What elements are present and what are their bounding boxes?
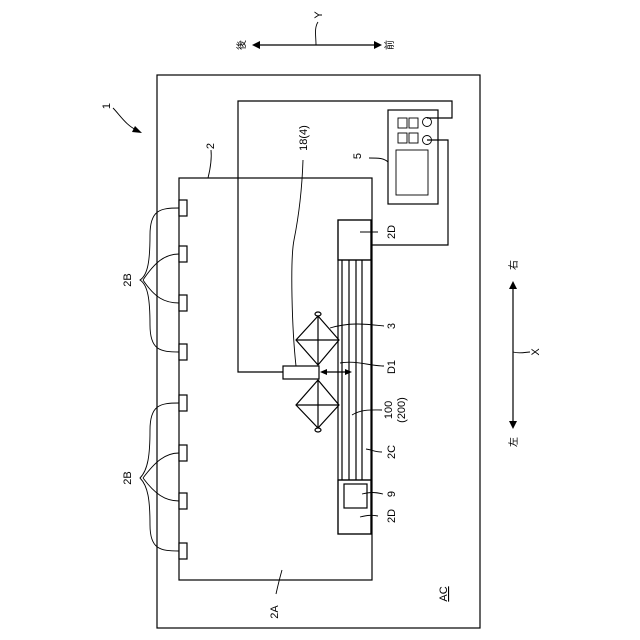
label-2: 2 [205, 143, 217, 149]
sensor-18 [283, 366, 319, 379]
label-ac: AC [438, 586, 450, 601]
label-18: 18(4) [298, 125, 310, 151]
rail-frame [338, 220, 371, 534]
controller-display [396, 150, 428, 195]
label-200: (200) [396, 397, 408, 423]
label-100: 100 [383, 401, 395, 419]
x-left-label: 左 [507, 437, 520, 447]
y-axis-head-back [252, 41, 260, 49]
x-axis-head-top [509, 281, 517, 289]
label-2d-bottom: 2D [386, 509, 398, 523]
x-right-label: 右 [507, 260, 520, 270]
controller-button-2 [409, 118, 418, 128]
nozzles-bottom-group [179, 395, 187, 559]
controller-button-1 [398, 118, 407, 128]
label-5: 5 [352, 153, 364, 159]
block-2d-bottom [338, 480, 371, 534]
x-axis-label: X [530, 348, 542, 356]
label-3: 3 [386, 323, 398, 329]
controller-terminal-1 [423, 118, 432, 127]
y-label-leader [316, 22, 319, 45]
d1-arrow-head-left [320, 369, 327, 375]
leader-2d-bottom [360, 515, 378, 517]
wiring-to-controller [238, 101, 452, 372]
leader-2c [366, 449, 382, 452]
controller-button-3 [398, 133, 407, 143]
y-back-label: 後 [235, 40, 248, 50]
leader-1-head [132, 126, 142, 133]
block-9 [344, 484, 367, 508]
label-d1: D1 [386, 360, 398, 374]
y-front-label: 前 [383, 40, 396, 50]
brace-bottom-2b [140, 403, 179, 551]
leader-2a [276, 570, 282, 594]
block-2d-top [338, 220, 371, 260]
leader-2 [208, 150, 211, 178]
brace-top-2b [140, 208, 179, 352]
label-2b-top: 2B [122, 273, 134, 286]
x-axis-head-bottom [509, 421, 517, 429]
controller-button-4 [409, 133, 418, 143]
leader-5 [369, 158, 388, 162]
y-axis-head-front [374, 41, 382, 49]
label-2b-bottom: 2B [122, 471, 134, 484]
wiring-to-2d [371, 140, 448, 245]
label-2c: 2C [386, 445, 398, 459]
sensor-leader [292, 160, 303, 366]
y-axis-label: Y [313, 11, 325, 19]
label-2d-top: 2D [386, 225, 398, 239]
label-1: 1 [101, 103, 113, 109]
tank-2 [179, 178, 372, 580]
label-9: 9 [386, 491, 398, 497]
nozzles-top-group [179, 200, 187, 360]
x-label-leader [513, 352, 530, 353]
label-2a: 2A [269, 605, 281, 619]
